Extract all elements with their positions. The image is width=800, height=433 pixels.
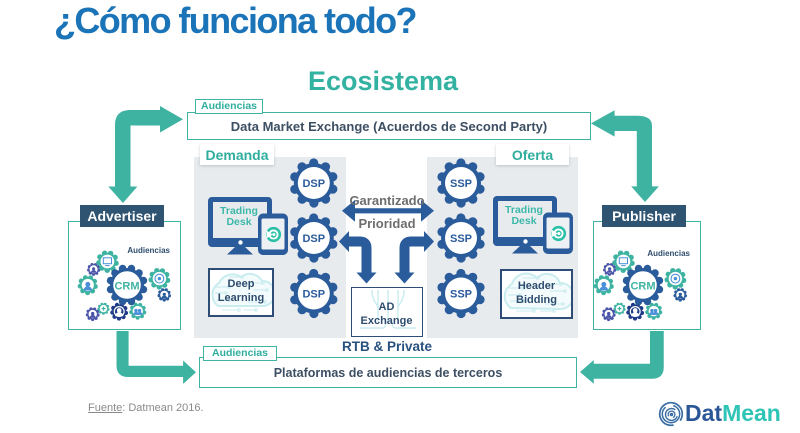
svg-text:SSP: SSP: [450, 289, 472, 301]
svg-text:DSP: DSP: [302, 178, 325, 190]
svg-text:DSP: DSP: [302, 233, 325, 245]
svg-text:SSP: SSP: [450, 233, 472, 245]
svg-text:CRM: CRM: [114, 281, 139, 293]
svg-text:SSP: SSP: [450, 178, 472, 190]
svg-text:DSP: DSP: [302, 289, 325, 301]
svg-text:CRM: CRM: [630, 281, 655, 293]
